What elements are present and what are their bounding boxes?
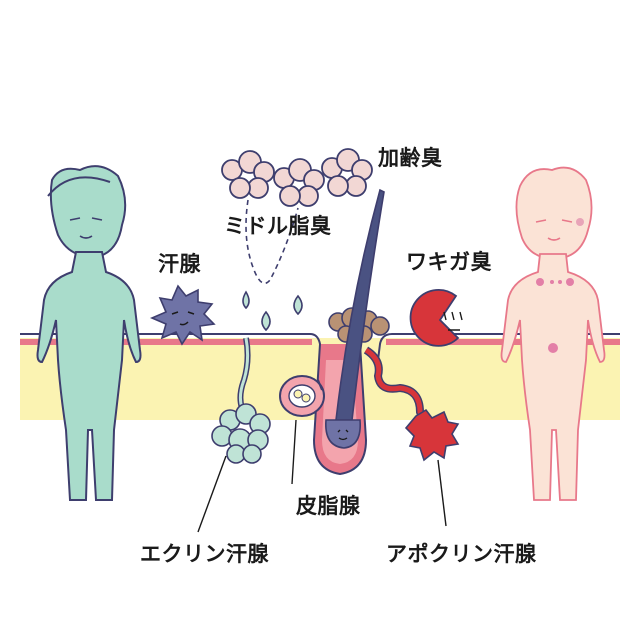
sweat-gland-label: 汗腺: [158, 248, 201, 278]
armpit-odor-blob: [411, 290, 462, 346]
sebaceous-gland-label: 皮脂腺: [296, 490, 361, 520]
eccrine-gland-label: エクリン汗腺: [140, 538, 269, 568]
sweat-germ: [152, 286, 214, 344]
odor-clouds: [222, 149, 372, 206]
odor-cloud-1: [222, 151, 274, 198]
apocrine-gland-label: アポクリン汗腺: [386, 538, 537, 568]
odor-cloud-3: [322, 149, 372, 196]
armpit-odor-label: ワキガ臭: [406, 246, 492, 276]
middle-fat-odor-label: ミドル脂臭: [224, 210, 332, 240]
sweat-drops: [243, 292, 302, 330]
aging-odor-label: 加齢臭: [378, 142, 443, 172]
odor-cloud-2: [274, 159, 324, 206]
sebaceous-gland: [280, 376, 324, 416]
